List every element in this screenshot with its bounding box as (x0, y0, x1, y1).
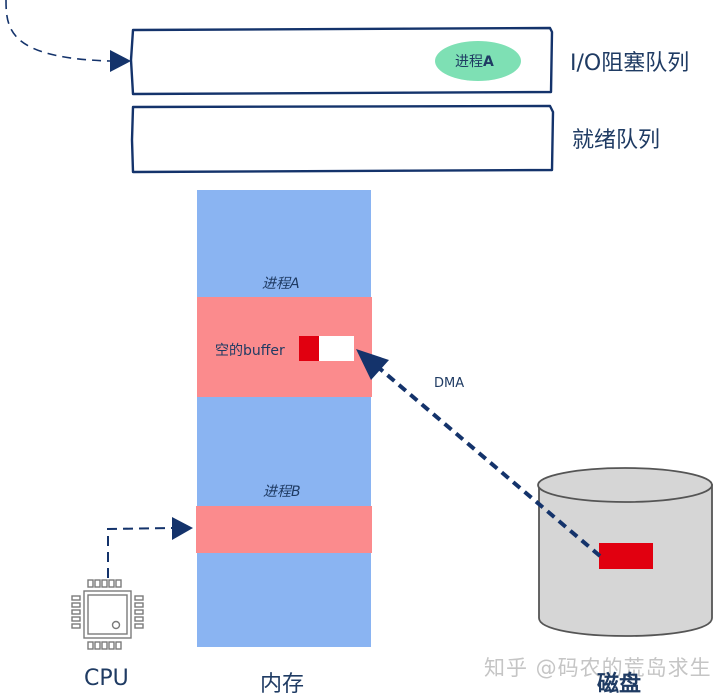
incoming-arrow-head (110, 50, 131, 72)
cpu-arrow-head (172, 517, 193, 540)
cpu-arrow (107, 527, 173, 578)
disk-data-block (599, 543, 653, 569)
process-a-badge-shape (435, 41, 521, 81)
process-a-badge-suffix: A (483, 54, 494, 70)
incoming-arrow (5, 0, 111, 62)
ready-queue-box (130, 104, 555, 174)
cpu-label: CPU (84, 666, 129, 691)
dma-label: DMA (434, 376, 465, 391)
io-blocked-queue-label: I/O阻塞队列 (570, 51, 690, 76)
ready-queue-label: 就绪队列 (572, 128, 661, 153)
process-a-badge-prefix: 进程 (455, 54, 483, 70)
empty-buffer-label: 空的buffer (215, 343, 285, 359)
memory-column (197, 190, 371, 647)
dma-arrow-head (356, 349, 389, 380)
cpu-chip-icon (71, 579, 144, 650)
process-a-label: 进程A (262, 276, 300, 292)
io-blocked-queue-box (129, 26, 554, 96)
disk-label: 磁盘 (597, 672, 642, 697)
process-a-badge: 进程A (455, 51, 494, 71)
buffer-filled-part (299, 336, 319, 361)
dma-arrow (370, 360, 602, 558)
watermark: 知乎 @码农的荒岛求生 (484, 656, 712, 680)
process-b-region (196, 506, 372, 553)
buffer-empty-part (319, 336, 354, 361)
memory-label: 内存 (260, 672, 305, 697)
process-b-label: 进程B (263, 484, 301, 500)
